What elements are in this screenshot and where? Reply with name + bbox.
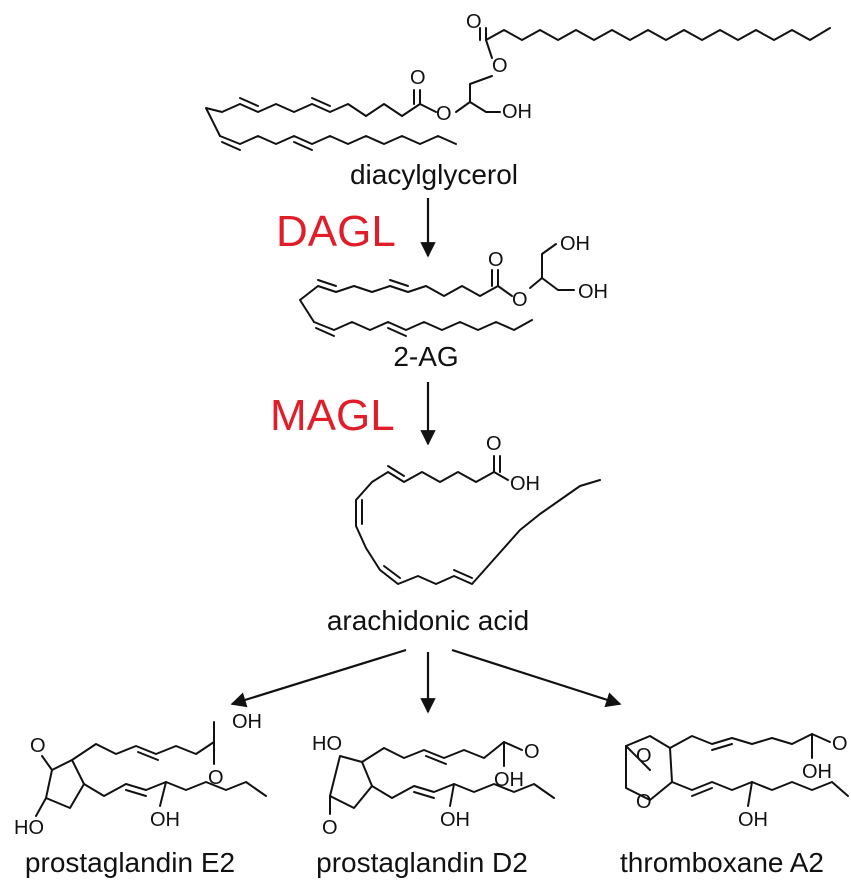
pgd2-acid-oxygen: O <box>524 741 540 763</box>
cis-double-4 <box>293 141 313 151</box>
pge2-omega-chain <box>83 781 267 797</box>
2ag-double-4 <box>387 327 407 337</box>
palmitoyl-chain <box>485 27 831 41</box>
txa2-acid-oxygen: O <box>832 733 848 755</box>
enzyme-dagl: DAGL <box>276 207 396 256</box>
txa2-omega-double <box>691 787 713 797</box>
txa2-omega-chain <box>671 781 849 797</box>
pge2-11-hydroxyl: HO <box>14 817 44 839</box>
label-txa2: thromboxane A2 <box>620 847 824 878</box>
pge2-alpha-double <box>137 751 159 761</box>
glycerol-to-ester-2 <box>455 101 471 113</box>
arachidonic-acid-structure: O OH <box>355 433 601 585</box>
aa-hydroxyl: OH <box>510 473 540 495</box>
arrow-to-txa2 <box>451 648 622 708</box>
2ag-ester-bond <box>529 277 543 289</box>
txa2-structure: O O O OH OH <box>625 733 849 831</box>
pgd2-omega-chain <box>371 783 555 799</box>
pge2-acid-oh: OH <box>232 711 262 733</box>
2ag-double-1 <box>389 279 409 287</box>
label-arachidonic-acid: arachidonic acid <box>327 605 529 636</box>
ester-bond-2 <box>419 89 437 113</box>
pgd2-ketone-oxygen: O <box>322 817 338 839</box>
arachidonoyl-chain-upper <box>205 103 421 137</box>
aa-chain-head <box>355 471 495 527</box>
label-pgd2: prostaglandin D2 <box>316 847 528 878</box>
ester-oxygen-1: O <box>492 55 508 77</box>
pgd2-omega-double <box>413 791 435 799</box>
carbonyl-oxygen-1: O <box>466 11 482 33</box>
aa-carbonyl-oxygen: O <box>486 433 502 455</box>
txa2-oxetane-oxygen: O <box>636 745 652 767</box>
pgd2-acid-oh: OH <box>494 769 524 791</box>
2ag-ester-oxygen: O <box>512 289 528 311</box>
2ag-double-3 <box>315 327 335 337</box>
arrow-to-pge2 <box>230 648 407 708</box>
pge2-15-hydroxyl: OH <box>150 809 180 831</box>
pge2-structure: O OH O OH HO <box>14 711 267 839</box>
2ag-glycerol-2 <box>541 277 575 291</box>
txa2-15-hydroxyl: OH <box>738 809 768 831</box>
cis-double-3 <box>221 141 241 151</box>
label-2-ag: 2-AG <box>393 341 458 372</box>
pgd2-alpha-chain <box>361 741 505 763</box>
pge2-ketone-oxygen: O <box>30 735 46 757</box>
enzyme-magl: MAGL <box>270 391 395 440</box>
pge2-alpha-chain <box>71 741 215 761</box>
cis-double-1 <box>311 97 331 107</box>
txa2-ring-oxygen: O <box>636 791 652 813</box>
ester-bond-1 <box>485 39 493 59</box>
pgd2-15oh-bond <box>449 783 455 807</box>
txa2-alpha-chain <box>669 733 813 749</box>
pgd2-hydroxyl-top: HO <box>312 733 342 755</box>
aa-double-3 <box>383 565 401 579</box>
2ag-glycerol-1 <box>541 243 557 279</box>
diacylglycerol-structure: O O OH O O <box>205 11 831 151</box>
arachidonoyl-chain-lower <box>219 135 457 145</box>
2ag-double-2 <box>317 279 337 287</box>
txa2-acid-co <box>811 733 831 743</box>
pgd2-15-hydroxyl: OH <box>440 809 470 831</box>
label-pge2: prostaglandin E2 <box>25 847 235 878</box>
2ag-carbonyl-oxygen: O <box>488 249 504 271</box>
pge2-ketone-bond <box>41 755 53 771</box>
pgd2-structure: HO O OH OH O <box>312 733 555 839</box>
aa-double-1 <box>387 465 405 477</box>
pgd2-acid-co <box>503 741 523 751</box>
hydroxyl-2ag-1: OH <box>560 233 590 255</box>
pgd2-ring <box>329 755 373 809</box>
aa-double-4 <box>453 569 473 579</box>
pge2-ring <box>45 759 85 809</box>
pgd2-alpha-double <box>425 755 447 765</box>
hydroxyl-dag: OH <box>502 101 532 123</box>
two-ag-structure: OH OH O O <box>299 233 608 337</box>
txa2-acid-oh: OH <box>802 761 832 783</box>
2ag-carbonyl-bond <box>497 269 513 297</box>
txa2-alpha-double <box>711 743 733 751</box>
label-diacylglycerol: diacylglycerol <box>350 159 518 190</box>
aa-chain-mid <box>355 479 601 585</box>
ester-oxygen-2: O <box>436 103 452 125</box>
carbonyl-oxygen-2: O <box>410 67 426 89</box>
hydroxyl-2ag-2: OH <box>578 281 608 303</box>
txa2-oxetane-bond <box>625 745 651 771</box>
2ag-chain-upper <box>299 285 499 323</box>
txa2-15oh-bond <box>747 781 753 807</box>
2ag-chain-lower <box>313 319 533 331</box>
cis-double-2 <box>239 97 259 107</box>
aa-acid-oh-bond <box>493 471 509 481</box>
pge2-omega-double <box>125 789 147 797</box>
glycerol-to-oh <box>469 101 501 113</box>
pge2-11oh-bond <box>35 797 47 817</box>
pge2-15oh-bond <box>159 781 167 807</box>
glycerol-backbone-1 <box>469 75 493 103</box>
